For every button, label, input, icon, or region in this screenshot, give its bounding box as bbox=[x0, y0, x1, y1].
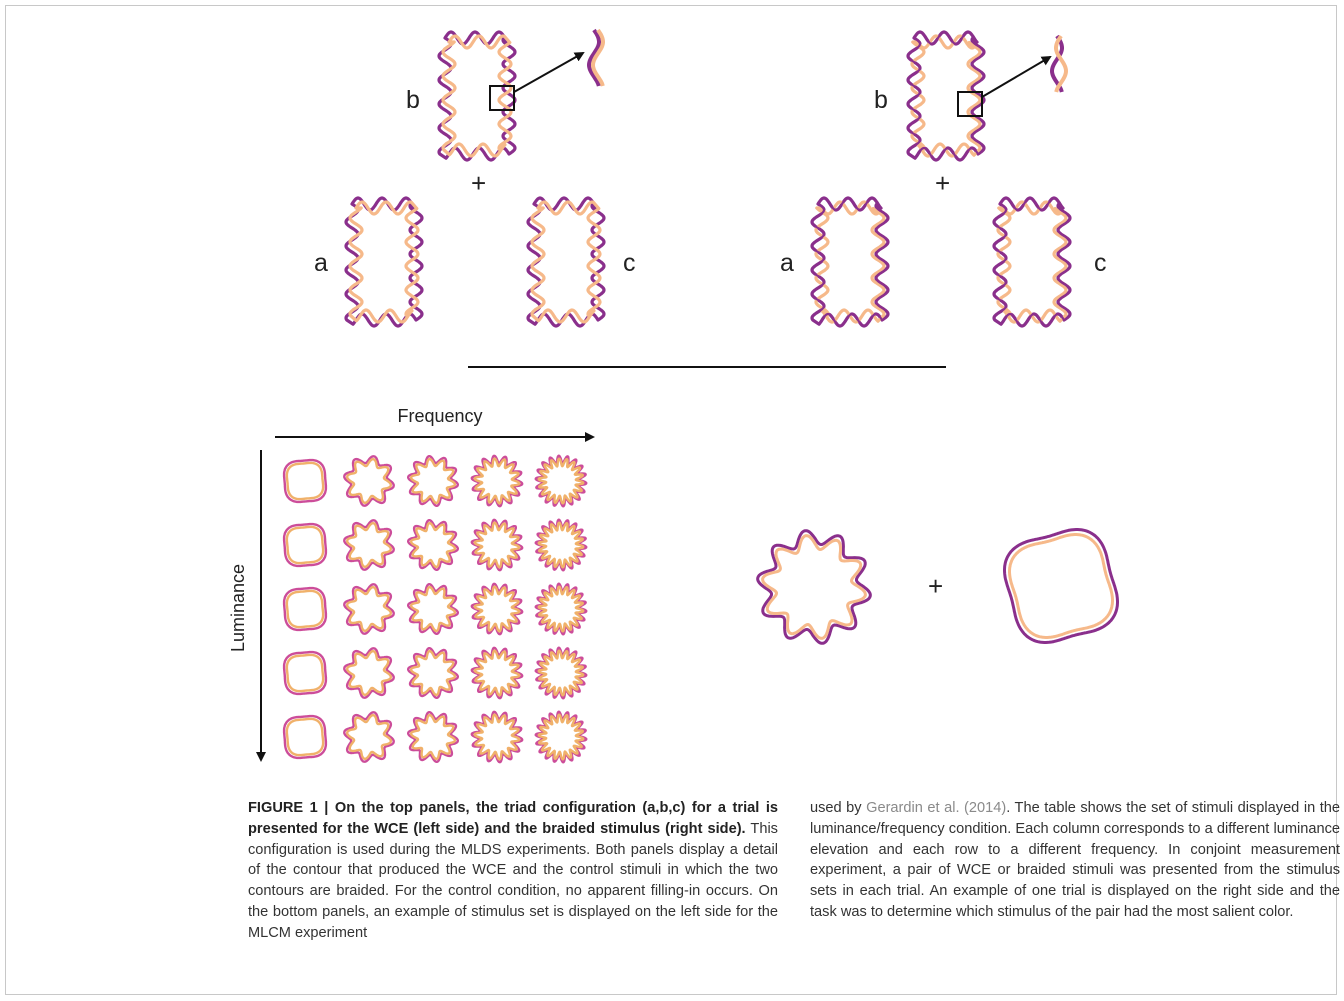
inner-contour bbox=[532, 202, 600, 322]
grid-inner-contour bbox=[411, 523, 455, 567]
grid-stimulus bbox=[284, 460, 326, 502]
label-a: a bbox=[780, 249, 794, 277]
inner-contour bbox=[443, 36, 511, 156]
grid-inner-contour bbox=[539, 459, 584, 504]
inner-contour bbox=[350, 202, 418, 322]
grid-inner-contour bbox=[539, 651, 584, 696]
grid-stimulus bbox=[472, 456, 522, 506]
grid-stimulus bbox=[536, 712, 587, 763]
contour-detail-wce bbox=[589, 30, 603, 86]
grid-stimulus bbox=[472, 584, 522, 634]
grid-inner-contour bbox=[475, 651, 520, 696]
grid-stimulus bbox=[284, 652, 326, 694]
example-stimulus-high-frequency bbox=[758, 531, 871, 644]
grid-inner-contour bbox=[411, 651, 455, 695]
x-axis-label: Frequency bbox=[397, 406, 482, 426]
grid-stimulus bbox=[284, 716, 326, 758]
caption-text-left: This configuration is used during the ML… bbox=[248, 821, 778, 941]
pair-outer-contour bbox=[1005, 530, 1118, 643]
inner-contour bbox=[998, 202, 1066, 322]
grid-stimulus bbox=[472, 648, 522, 698]
example-stimulus-low-frequency bbox=[1005, 530, 1118, 643]
inner-contour bbox=[816, 202, 884, 322]
grid-inner-contour bbox=[539, 587, 584, 632]
caption-text-right-post: . The table shows the set of stimuli dis… bbox=[810, 800, 1340, 920]
inner-contour bbox=[912, 36, 980, 156]
grid-stimulus bbox=[344, 584, 393, 633]
contour-detail-braided bbox=[1052, 36, 1066, 92]
stimulus-b-wce bbox=[439, 32, 515, 160]
pair-inner-contour bbox=[763, 536, 866, 639]
figure-caption: FIGURE 1 | On the top panels, the triad … bbox=[248, 798, 1338, 998]
plus-sign: + bbox=[935, 168, 950, 198]
detail-arrow bbox=[982, 57, 1050, 97]
grid-inner-contour bbox=[287, 463, 323, 499]
label-b: b bbox=[406, 86, 420, 114]
stimulus-c-braided bbox=[994, 198, 1070, 326]
detail-arrow bbox=[514, 53, 583, 92]
grid-inner-contour bbox=[539, 715, 584, 760]
grid-stimulus bbox=[536, 520, 587, 571]
grid-stimulus bbox=[344, 712, 393, 761]
grid-stimulus bbox=[536, 456, 587, 507]
grid-inner-contour bbox=[287, 719, 323, 755]
grid-inner-contour bbox=[539, 523, 584, 568]
grid-inner-contour bbox=[411, 459, 455, 503]
caption-column-left: FIGURE 1 | On the top panels, the triad … bbox=[248, 798, 778, 944]
stimulus-a-wce bbox=[346, 198, 422, 326]
caption-title: FIGURE 1 | On the top panels, the triad … bbox=[248, 800, 778, 837]
grid-inner-contour bbox=[287, 591, 323, 627]
grid-inner-contour bbox=[411, 587, 455, 631]
grid-stimulus bbox=[472, 712, 522, 762]
plus-sign: + bbox=[928, 571, 943, 601]
stimulus-grid bbox=[284, 456, 586, 763]
label-c: c bbox=[1094, 249, 1107, 277]
stimulus-c-wce bbox=[528, 198, 604, 326]
stimulus-a-braided bbox=[812, 198, 888, 326]
grid-stimulus bbox=[536, 584, 587, 635]
grid-stimulus bbox=[284, 588, 326, 630]
stimulus-b-braided bbox=[908, 32, 984, 160]
grid-inner-contour bbox=[475, 459, 520, 504]
grid-stimulus bbox=[408, 456, 458, 506]
label-c: c bbox=[623, 249, 636, 277]
grid-stimulus bbox=[472, 520, 522, 570]
grid-inner-contour bbox=[287, 527, 323, 563]
grid-stimulus bbox=[536, 648, 587, 699]
grid-inner-contour bbox=[287, 655, 323, 691]
pair-outer-contour bbox=[758, 531, 871, 644]
grid-stimulus bbox=[408, 584, 458, 634]
grid-inner-contour bbox=[411, 715, 455, 759]
grid-inner-contour bbox=[475, 587, 520, 632]
top-right-panel: b a c + bbox=[780, 32, 1107, 326]
example-trial-panel: + bbox=[758, 530, 1118, 644]
citation-link[interactable]: Gerardin et al. (2014) bbox=[866, 800, 1006, 816]
grid-stimulus bbox=[344, 456, 393, 505]
label-b: b bbox=[874, 86, 888, 114]
label-a: a bbox=[314, 249, 328, 277]
grid-inner-contour bbox=[475, 715, 520, 760]
top-left-panel: b a c + bbox=[314, 30, 636, 326]
plus-sign: + bbox=[471, 168, 486, 198]
grid-stimulus bbox=[408, 712, 458, 762]
grid-stimulus bbox=[408, 648, 458, 698]
grid-stimulus bbox=[284, 524, 326, 566]
grid-stimulus bbox=[344, 648, 393, 697]
grid-inner-contour bbox=[475, 523, 520, 568]
pair-inner-contour bbox=[1010, 535, 1113, 638]
figure-1: b a c + b a c + Frequency Luminance + bbox=[0, 0, 1344, 780]
y-axis-label: Luminance bbox=[228, 564, 248, 652]
grid-stimulus bbox=[408, 520, 458, 570]
grid-stimulus bbox=[344, 520, 393, 569]
stimulus-grid-panel: Frequency Luminance bbox=[228, 406, 593, 762]
caption-text-right-pre: used by bbox=[810, 800, 866, 816]
caption-column-right: used by Gerardin et al. (2014). The tabl… bbox=[810, 798, 1340, 923]
